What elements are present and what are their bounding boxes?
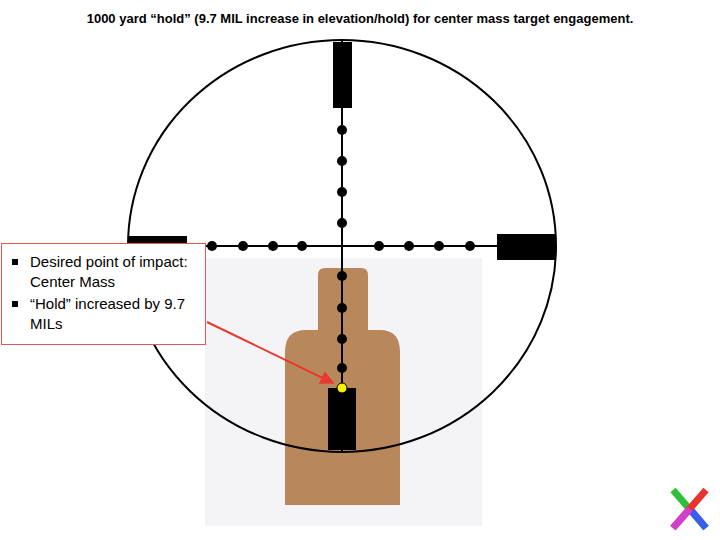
target-silhouette: [285, 268, 400, 505]
logo-stroke: [673, 490, 706, 528]
mil-dot: [337, 363, 347, 373]
diagram-title: 1000 yard “hold” (9.7 MIL increase in el…: [0, 11, 720, 26]
reticle-post: [497, 234, 556, 260]
mil-dot: [297, 241, 307, 251]
mil-dot: [238, 241, 248, 251]
mil-dot: [337, 334, 347, 344]
logo-stroke: [673, 509, 690, 528]
mil-dot: [337, 125, 347, 135]
bullet-item: “Hold” increased by 9.7 MILs: [12, 294, 197, 334]
callout-text: Desired point of impact: Center Mass: [30, 252, 197, 292]
logo-mark: [673, 490, 706, 528]
mil-dots: [207, 125, 475, 373]
callout-box: Desired point of impact: Center Mass“Hol…: [1, 243, 206, 345]
mil-dot: [268, 241, 278, 251]
mil-dot: [404, 241, 414, 251]
impact-point: [337, 383, 347, 393]
mil-dot: [465, 241, 475, 251]
bullet-mark: [12, 259, 18, 265]
callout-text: “Hold” increased by 9.7 MILs: [30, 294, 197, 334]
mil-dot: [434, 241, 444, 251]
bullet-item: Desired point of impact: Center Mass: [12, 252, 197, 292]
leader-arrow: [207, 322, 333, 383]
logo-stroke: [673, 490, 706, 528]
logo-stroke: [690, 509, 706, 528]
reticle-post: [333, 42, 352, 108]
reticle-post: [328, 388, 356, 450]
mil-dot: [374, 241, 384, 251]
mil-dot: [337, 271, 347, 281]
mil-dot: [337, 303, 347, 313]
mil-dot: [337, 187, 347, 197]
mil-dot: [207, 241, 217, 251]
bullet-mark: [12, 301, 18, 307]
target-backdrop: [205, 258, 482, 526]
mil-dot: [337, 156, 347, 166]
mil-dot: [337, 218, 347, 228]
